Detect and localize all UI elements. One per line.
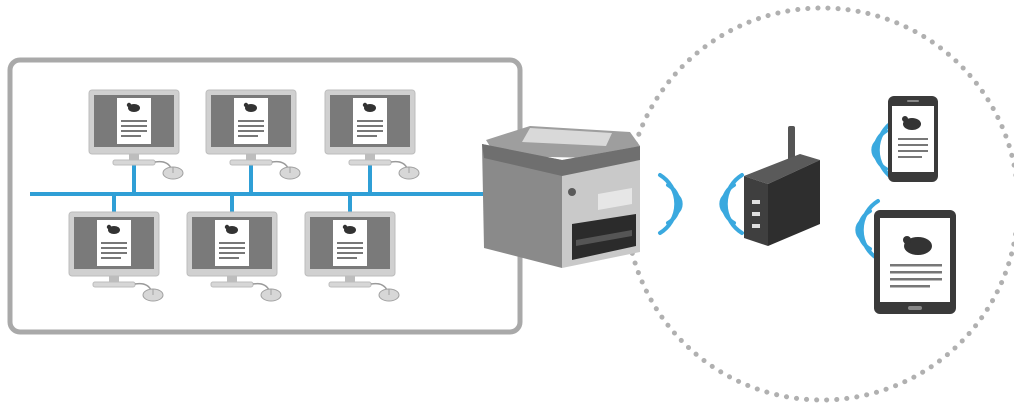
router-icon bbox=[744, 126, 820, 246]
network-cable bbox=[30, 160, 488, 212]
multifunction-printer-icon bbox=[482, 126, 640, 268]
wifi-waves-icon bbox=[719, 173, 744, 235]
tablet-icon bbox=[874, 210, 956, 314]
wifi-waves-icon bbox=[658, 173, 683, 235]
smartphone-icon bbox=[888, 96, 938, 182]
